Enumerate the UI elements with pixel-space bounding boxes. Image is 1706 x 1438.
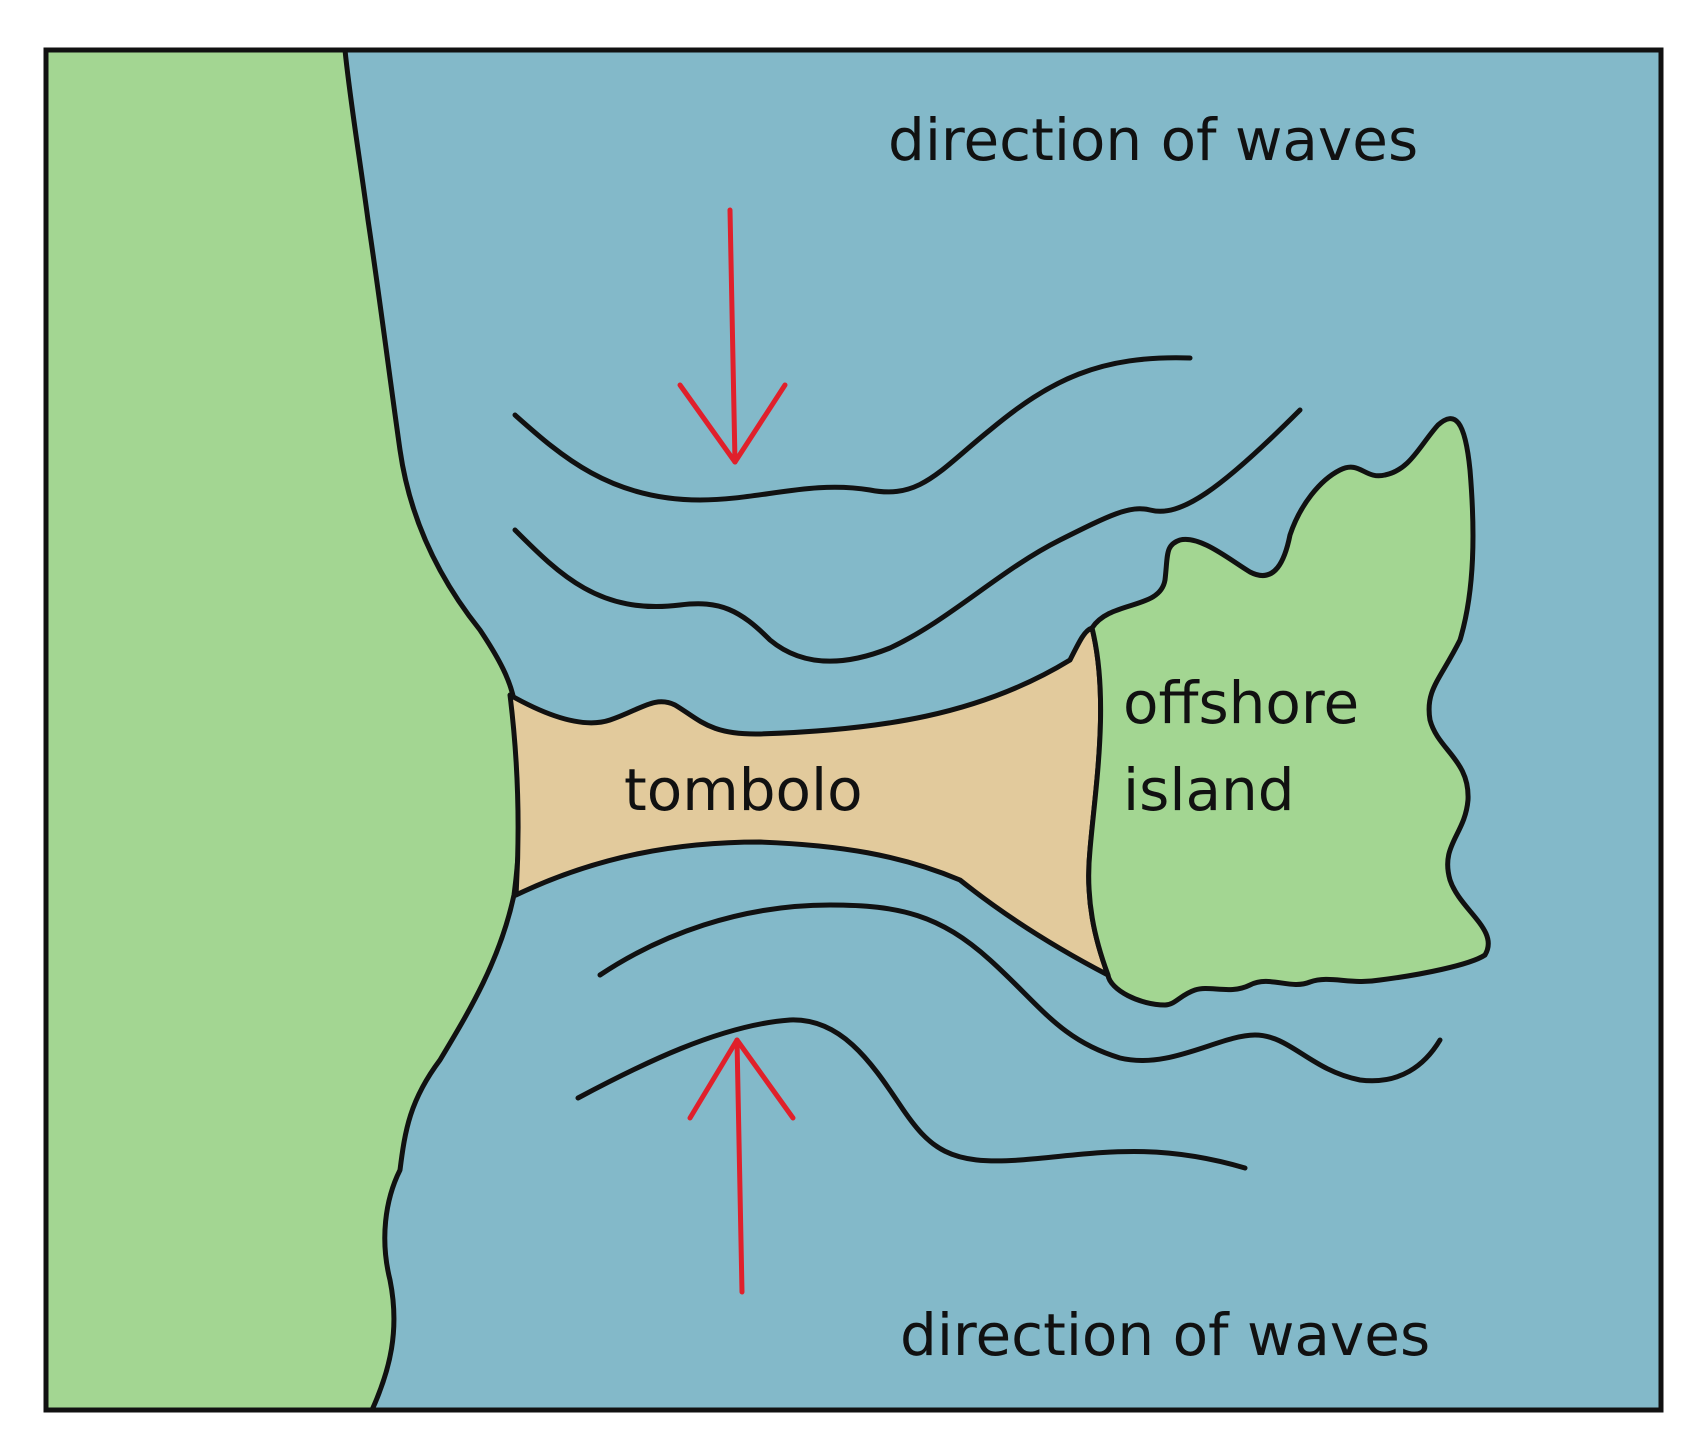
offshore-island: [1086, 416, 1491, 1008]
waves-direction-label-bottom: direction of waves: [900, 1301, 1430, 1369]
waves-direction-label-top: direction of waves: [888, 106, 1418, 174]
wave-line-4: [575, 1017, 1248, 1171]
wave-line-1: [512, 355, 1193, 503]
wave-line-2: [512, 407, 1303, 664]
arrow-up-icon: [687, 1037, 796, 1295]
tombolo-label: tombolo: [624, 756, 863, 824]
arrow-down-icon: [677, 207, 788, 465]
wave-line-3: [597, 902, 1443, 1084]
offshore-island-label-line2: island: [1123, 756, 1295, 824]
offshore-island-label-line1: offshore: [1123, 669, 1359, 737]
